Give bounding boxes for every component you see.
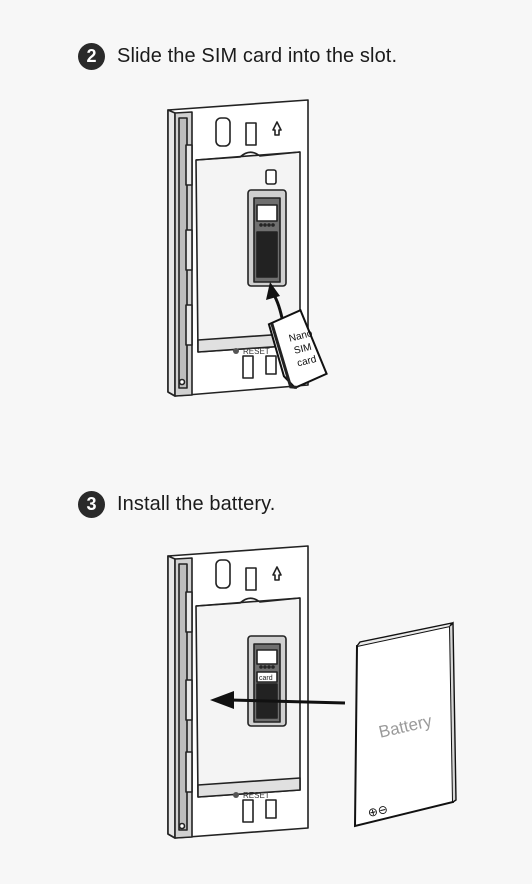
step-2-number-badge: 2 [78,43,105,70]
insert-arrow-icon [266,282,284,319]
reset-label-2: RESET [233,791,270,800]
step-3-heading: 3 Install the battery. [78,491,275,518]
battery-terminals-label: ⊕⊖ [366,802,389,820]
sim-label-line-3: card [296,354,318,369]
slot-card-text: card [259,675,273,682]
reset-label: RESET [233,347,270,356]
battery-pack: Battery ⊕⊖ [353,621,457,828]
install-arrow-icon [210,691,346,709]
step-3-number-badge: 3 [78,491,105,518]
reset-text-2: RESET [243,791,270,800]
device-back-frame-2 [167,545,309,839]
step-2-heading: 2 Slide the SIM card into the slot. [78,43,397,70]
sim-label-line-1: Nano [288,328,314,345]
step-2-instruction: Slide the SIM card into the slot. [117,45,398,67]
reset-text: RESET [243,347,270,356]
step-3-instruction: Install the battery. [117,493,276,515]
device-back-frame [167,99,309,397]
battery-label: Battery [377,711,434,742]
sim-label-line-2: SIM [293,342,313,357]
nano-sim-card: Nano SIM card [267,308,328,390]
